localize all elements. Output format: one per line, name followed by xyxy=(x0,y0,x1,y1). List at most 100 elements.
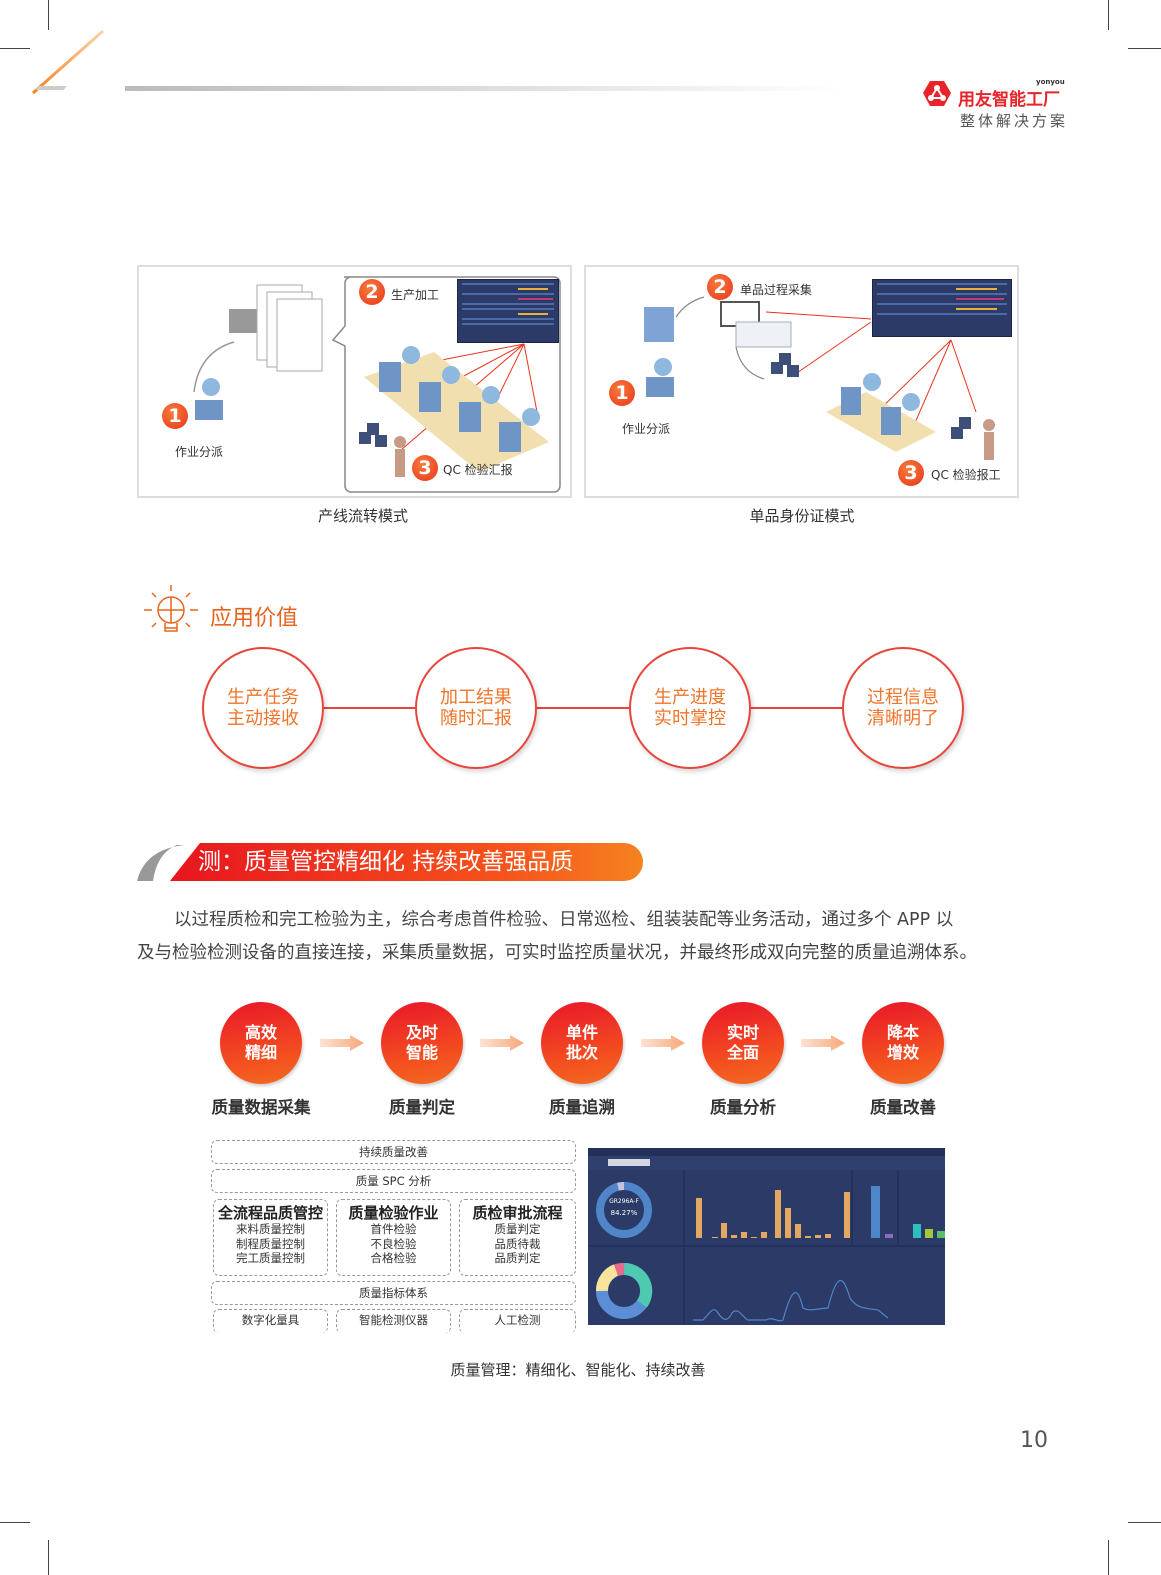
step-label: 作业分派 xyxy=(175,445,224,459)
step-badge: 2 xyxy=(359,279,385,305)
arch-item: 品质判定 xyxy=(494,1251,541,1265)
crop-mark xyxy=(1108,0,1109,30)
arch-bottom-item: 智能检测仪器 xyxy=(336,1309,451,1333)
brand-subtitle: 整体解决方案 xyxy=(960,112,1069,130)
arch-item: 完工质量控制 xyxy=(236,1251,305,1265)
arch-row: 质量 SPC 分析 xyxy=(211,1169,576,1193)
flow-step-label: 质量追溯 xyxy=(549,1098,615,1117)
mode-caption: 产线流转模式 xyxy=(317,507,408,525)
value-line1: 加工结果 xyxy=(440,687,512,708)
figure-caption: 质量管理：精细化、智能化、持续改善 xyxy=(450,1361,706,1379)
step-badge: 3 xyxy=(412,455,438,481)
flow-step-text: 降本 xyxy=(886,1023,919,1042)
flow-step-text: 高效 xyxy=(244,1023,277,1042)
value-line1: 生产任务 xyxy=(227,687,299,708)
flow-step-label: 质量分析 xyxy=(710,1098,776,1117)
arch-item: 来料质量控制 xyxy=(236,1222,305,1236)
yonyou-logo-icon xyxy=(923,81,951,106)
arch-column-title: 全流程品质管控 xyxy=(217,1204,323,1222)
dashboard-graphics xyxy=(588,1148,945,1325)
banner-swoosh xyxy=(137,845,185,881)
arch-column: 全流程品质管控来料质量控制制程质量控制完工质量控制 xyxy=(213,1199,328,1276)
value-item: 生产进度实时掌控 xyxy=(629,647,751,769)
arrow-right-icon xyxy=(319,1035,364,1051)
value-line2: 实时掌控 xyxy=(654,708,726,729)
mode-diagram-single-item: 1 作业分派 2 单品过程采集 3 QC 检验报工 xyxy=(584,265,1019,498)
crop-mark xyxy=(48,1540,49,1575)
arch-row-label: 质量指标体系 xyxy=(359,1286,428,1300)
flow-step-circle: 及时智能 xyxy=(381,1002,463,1084)
value-connector-line xyxy=(263,707,903,709)
arch-item: 质量判定 xyxy=(494,1222,541,1236)
flow-step-text: 单件 xyxy=(565,1023,598,1042)
header-decoration xyxy=(32,29,845,95)
brand-name: 用友智能工厂 xyxy=(958,90,1060,110)
section-banner: 测：质量管控精细化 持续改善强品质 xyxy=(170,843,643,881)
flow-step-text: 智能 xyxy=(405,1043,438,1062)
flow-step-text: 实时 xyxy=(726,1023,759,1042)
flow-step-label: 质量判定 xyxy=(389,1098,455,1117)
arch-bottom-item: 人工检测 xyxy=(459,1309,576,1333)
arch-column-title: 质量检验作业 xyxy=(348,1204,439,1222)
arrow-right-icon xyxy=(480,1035,524,1051)
flow-step-circle: 实时全面 xyxy=(702,1002,784,1084)
lightbulb-puzzle-icon xyxy=(144,585,198,632)
arrow-right-icon xyxy=(640,1035,685,1051)
dashboard-screenshot xyxy=(457,279,559,343)
value-line2: 主动接收 xyxy=(227,708,299,729)
crop-mark xyxy=(1108,1540,1109,1575)
arch-row: 持续质量改善 xyxy=(211,1140,576,1164)
mode-caption: 单品身份证模式 xyxy=(749,507,855,525)
crop-mark xyxy=(0,1522,30,1523)
flow-step-text: 批次 xyxy=(565,1043,598,1062)
arch-item: 不良检验 xyxy=(370,1236,417,1251)
flow-step-text: 精细 xyxy=(244,1043,277,1062)
step-badge: 1 xyxy=(162,403,188,429)
step-badge: 2 xyxy=(707,274,733,300)
crop-mark xyxy=(1128,48,1161,49)
flow-step-label: 质量改善 xyxy=(870,1098,936,1117)
value-line2: 随时汇报 xyxy=(440,708,512,729)
flow-step-text: 增效 xyxy=(886,1043,919,1062)
brand-en: yonyou xyxy=(1036,78,1065,86)
value-item: 生产任务主动接收 xyxy=(202,647,324,769)
flow-step-label: 质量数据采集 xyxy=(211,1098,311,1117)
arch-item: 合格检验 xyxy=(370,1251,417,1265)
value-item: 加工结果随时汇报 xyxy=(415,647,537,769)
flow-step-circle: 单件批次 xyxy=(541,1002,623,1084)
flow-step-text: 及时 xyxy=(405,1023,438,1042)
crop-mark xyxy=(48,0,49,30)
arch-column: 质检审批流程质量判定品质待裁品质判定 xyxy=(459,1199,576,1276)
arch-item: 首件检验 xyxy=(370,1222,417,1236)
donut-label: GR296A-F xyxy=(609,1198,639,1205)
arch-bottom-item: 数字化量具 xyxy=(213,1309,328,1333)
single-item-illustration xyxy=(644,296,995,460)
arch-item: 品质待裁 xyxy=(494,1236,541,1251)
crop-mark xyxy=(0,48,30,49)
step-label: QC 检验报工 xyxy=(931,468,1001,482)
arch-item: 制程质量控制 xyxy=(236,1236,305,1251)
value-line1: 生产进度 xyxy=(654,687,726,708)
arrow-right-icon xyxy=(801,1035,845,1051)
arch-column-title: 质检审批流程 xyxy=(472,1204,563,1222)
arch-row: 质量指标体系 xyxy=(211,1281,576,1305)
step-badge: 3 xyxy=(898,460,924,486)
page-number: 10 xyxy=(1020,1428,1048,1453)
step-label: 生产加工 xyxy=(391,288,440,302)
donut-value: 84.27% xyxy=(610,1209,638,1217)
arch-row-label: 持续质量改善 xyxy=(359,1145,428,1159)
flow-step-circle: 降本增效 xyxy=(862,1002,944,1084)
step-badge: 1 xyxy=(609,380,635,406)
flow-step-text: 全面 xyxy=(726,1043,759,1062)
dashboard-screenshot xyxy=(872,279,1012,337)
intro-paragraph-line2: 及与检验检测设备的直接连接，采集质量数据，可实时监控质量状况，并最终形成双向完整… xyxy=(137,943,977,963)
crop-mark xyxy=(1128,1522,1161,1523)
arch-row-label: 质量 SPC 分析 xyxy=(355,1174,432,1188)
step-label: QC 检验汇报 xyxy=(443,463,513,477)
line-flow-illustration xyxy=(193,276,561,493)
value-line2: 清晰明了 xyxy=(867,708,939,729)
value-item: 过程信息清晰明了 xyxy=(842,647,964,769)
step-label: 作业分派 xyxy=(622,422,671,436)
mode-diagram-line-flow: 1 作业分派 2 生产加工 3 QC 检验汇报 xyxy=(137,265,572,498)
intro-paragraph-line1: 以过程质检和完工检验为主，综合考虑首件检验、日常巡检、组装装配等业务活动，通过多… xyxy=(174,910,954,930)
